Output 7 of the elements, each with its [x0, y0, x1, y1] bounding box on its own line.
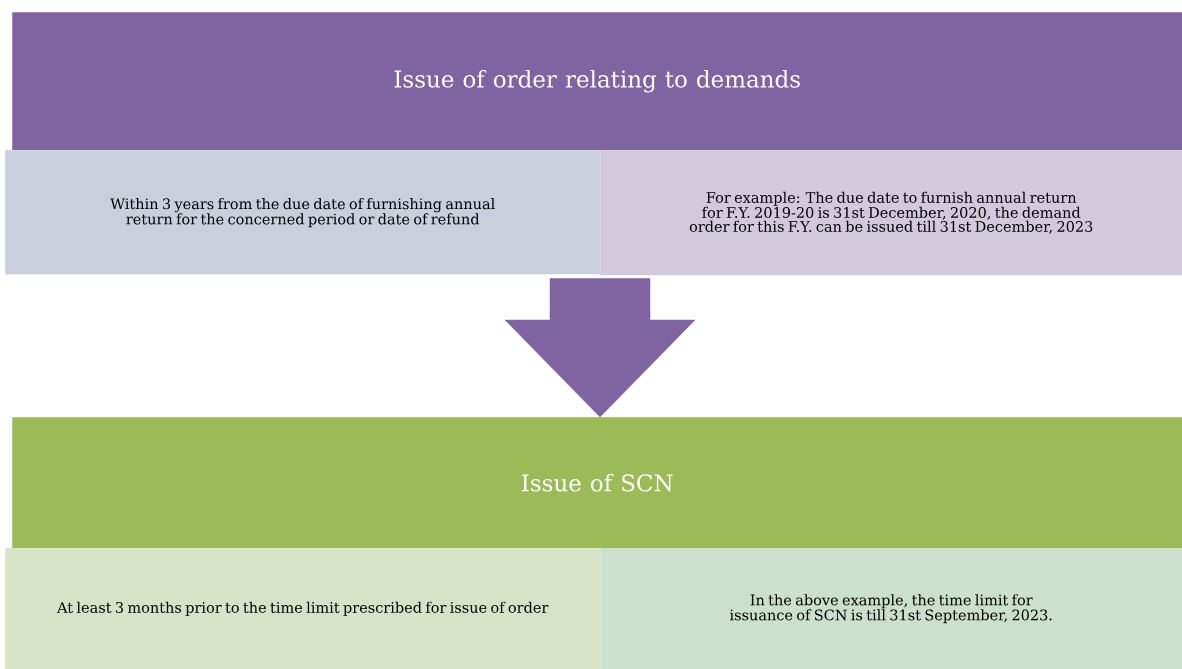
section-header: Issue of order relating to demands [12, 12, 1182, 151]
text-cell: At least 3 months prior to the time limit prescribed for issue of order [5, 548, 601, 669]
block-arrow [504, 278, 696, 418]
section-header: Issue of SCN [12, 417, 1182, 549]
text-cell: In the above example, the time limit for issuance of SCN is till 31st September, 2023. [600, 548, 1182, 669]
text-cell: For example: The due date to furnish annual return for F.Y. 2019-20 is 31st December, 2020, the demand order for this F.Y. can be issued till 31st December, 2023 [600, 150, 1182, 276]
text-cell: Within 3 years from the due date of furnishing annual return for the concerned period or date of refund [5, 150, 601, 276]
